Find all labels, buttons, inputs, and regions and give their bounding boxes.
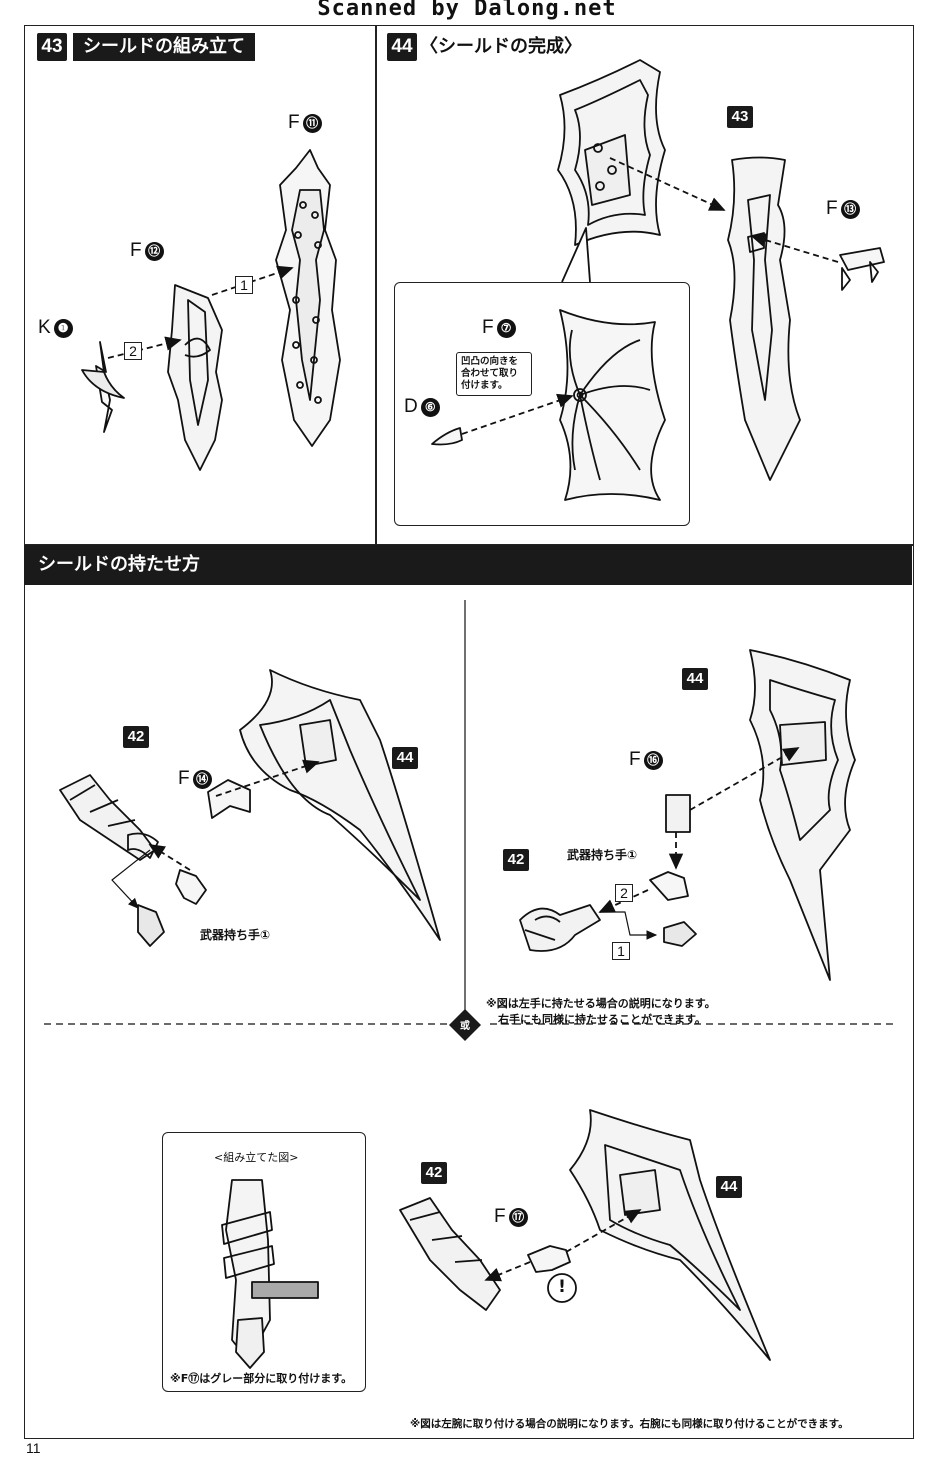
part-letter: F [826, 198, 838, 219]
hold-note-line1: ※図は左手に持たせる場合の説明になります。 [486, 997, 716, 1010]
step43-frame [24, 25, 377, 545]
page-number: 11 [26, 1440, 41, 1456]
step44-frame [375, 25, 914, 545]
label-f12: F ⑫ [130, 240, 164, 262]
shield-44-right-panel [239, 669, 441, 941]
scan-watermark: Scanned by Dalong.net [317, 0, 617, 21]
part-f11-shield-plate [275, 149, 341, 447]
label-f16: F ⑯ [629, 749, 663, 771]
part-number: ⑪ [302, 113, 322, 133]
part-f14-adapter [207, 779, 251, 819]
part-letter: F [288, 112, 300, 133]
hold-note-line2: 右手にも同様に持たせることができます。 [498, 1013, 706, 1026]
ref-step-44-a: 44 [392, 747, 418, 769]
alternative-icon-label: 或 [460, 1021, 470, 1032]
part-letter: F [482, 317, 494, 338]
ref-step-44-c: 44 [716, 1176, 742, 1198]
part-number: ❶ [53, 318, 73, 338]
part-number: ⑯ [643, 750, 663, 770]
sequence-box-1: 1 [235, 276, 253, 294]
step-number-43: 43 [37, 33, 67, 61]
part-f16-adapter [665, 794, 691, 833]
caution-icon-circle [547, 1273, 577, 1303]
part-letter: F [494, 1206, 506, 1227]
step43-title: シールドの組み立て [73, 33, 255, 61]
ref-step-42-a: 42 [123, 726, 149, 748]
alignment-callout: 凹凸の向きを合わせて取り付けます。 [456, 352, 532, 396]
assembled-shield-top [557, 59, 666, 246]
arm-mount-note: ※図は左腕に取り付ける場合の説明になります。右腕にも同様に取り付けることができま… [410, 1418, 849, 1430]
alternative-icon [449, 1009, 481, 1041]
weapon-hand-label-b: 武器持ち手① [567, 848, 638, 862]
assembled-view-note: ※F⑰はグレー部分に取り付けます。 [170, 1372, 353, 1385]
part-f12-shield-front [167, 284, 223, 471]
part-number: ⑬ [840, 199, 860, 219]
shield-44-arm-mount [569, 1109, 771, 1361]
label-f7: F ⑦ [482, 317, 516, 339]
arm-42-mount [399, 1197, 501, 1311]
ref-step-42-b: 42 [503, 849, 529, 871]
label-f14: F ⑭ [178, 768, 212, 790]
sequence-box-2: 2 [124, 342, 142, 360]
arm-42-left-panel [519, 904, 601, 952]
part-number: ⑭ [192, 769, 212, 789]
label-f11: F ⑪ [288, 112, 322, 134]
part-letter: D [404, 396, 418, 417]
shield-blade-43 [727, 156, 801, 481]
part-f17-mount [527, 1245, 571, 1273]
sequence-box-2b: 2 [615, 884, 633, 902]
assembled-view-title: <組み立てた図> [214, 1151, 299, 1164]
assembled-arm-inset [221, 1179, 319, 1369]
ref-step-42-c: 42 [421, 1162, 447, 1184]
part-f13-clip [839, 247, 885, 291]
label-k1: K ❶ [38, 317, 73, 339]
removed-hand-left [663, 921, 697, 947]
assembled-view-box [162, 1132, 366, 1392]
weapon-hand-right [175, 869, 207, 905]
label-f13: F ⑬ [826, 198, 860, 220]
part-number: ⑥ [420, 397, 440, 417]
weapon-hand-left [649, 871, 689, 901]
part-number: ⑰ [508, 1207, 528, 1227]
part-letter: F [178, 768, 190, 789]
weapon-hand-label-a: 武器持ち手① [200, 928, 271, 942]
part-k1-blade-tip [81, 341, 125, 433]
step-number-44: 44 [387, 33, 417, 61]
ref-step-44-b: 44 [682, 668, 708, 690]
ref-step-43: 43 [727, 106, 753, 128]
section-title-bar: シールドの持たせ方 [24, 545, 912, 585]
arm-42-right-panel [59, 774, 159, 861]
part-letter: K [38, 317, 51, 338]
part-d6-peg [431, 427, 463, 446]
step44-title: 〈シールドの完成〉 [420, 36, 582, 57]
part-number: ⑫ [144, 241, 164, 261]
sequence-box-1b: 1 [612, 942, 630, 960]
label-d6: D ⑥ [404, 396, 440, 418]
caution-icon: ! [558, 1277, 566, 1297]
part-number: ⑦ [496, 318, 516, 338]
part-letter: F [629, 749, 641, 770]
inset-detail-box [394, 282, 690, 526]
label-f17: F ⑰ [494, 1206, 528, 1228]
part-f7-shield-core [559, 309, 666, 501]
removed-hand-right [137, 904, 165, 947]
part-letter: F [130, 240, 142, 261]
shield-44-left-panel [749, 649, 856, 981]
